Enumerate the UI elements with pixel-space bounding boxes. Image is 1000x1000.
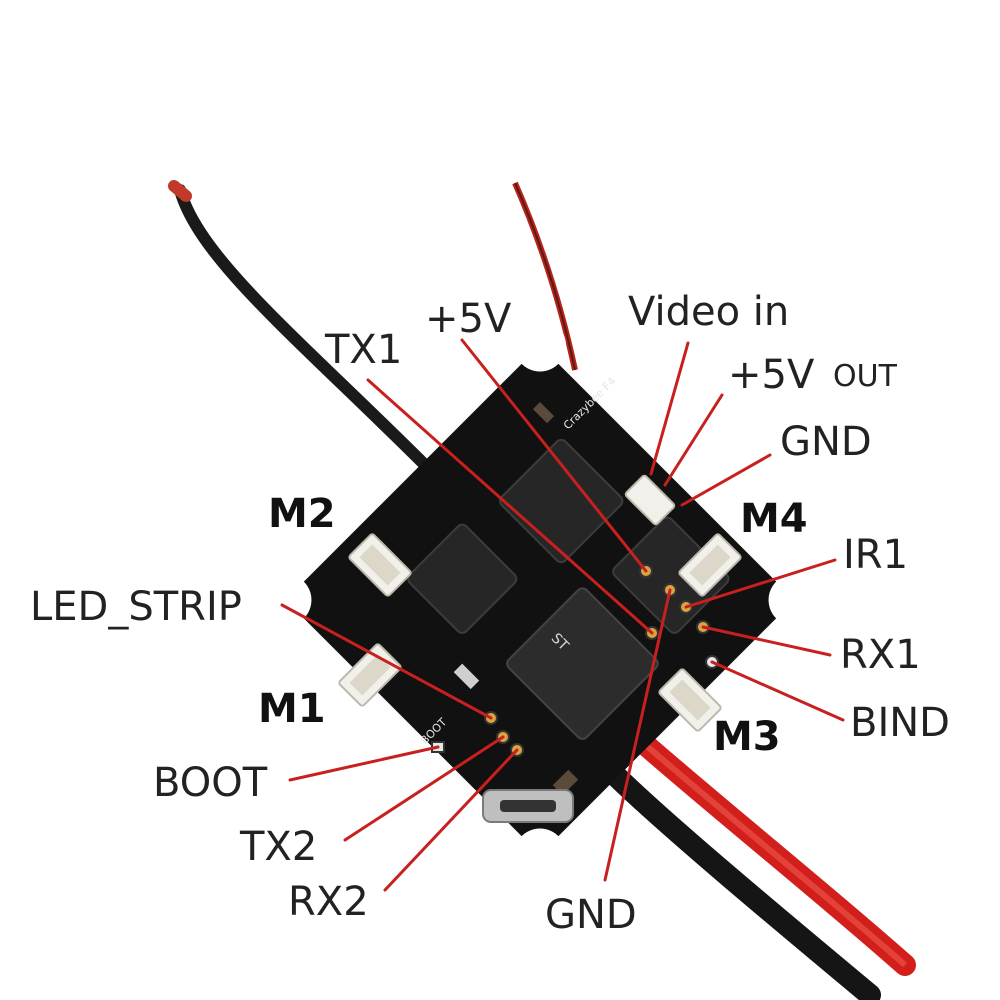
m3-connector (658, 668, 722, 732)
label-video-in: Video in (628, 289, 789, 335)
antenna-wires (168, 180, 578, 476)
label-m1: M1 (258, 686, 326, 732)
power-wires (599, 729, 916, 1000)
battery-black-wire (599, 759, 881, 1000)
label-tx2: TX2 (239, 824, 317, 870)
label-bind: BIND (850, 700, 950, 746)
label-rx2: RX2 (288, 879, 369, 925)
leader-plus5v-out (663, 393, 724, 487)
antenna-black-wire (174, 184, 436, 476)
flight-controller-board: ST (259, 319, 821, 881)
label-ir1: IR1 (843, 532, 908, 578)
label-gnd-bottom: GND (545, 892, 637, 938)
leader-gnd-top (680, 453, 772, 507)
leader-tx1 (366, 378, 654, 635)
leader-bind (710, 660, 845, 722)
leader-lines (280, 338, 845, 892)
label-m3: M3 (713, 714, 781, 760)
osd-chip (407, 523, 518, 634)
pcb (291, 351, 789, 849)
leader-rx1 (701, 625, 832, 657)
motor-connectors (338, 474, 742, 732)
label-out: OUT (833, 359, 898, 394)
label-plus5v-out: +5V (728, 352, 815, 398)
label-m4: M4 (740, 496, 808, 542)
leader-led-strip (280, 603, 493, 720)
label-boot: BOOT (153, 760, 268, 806)
leader-video-in (649, 341, 690, 476)
label-gnd-top: GND (780, 419, 872, 465)
label-tx1: TX1 (324, 327, 402, 373)
m2-connector (348, 533, 412, 597)
mcu-chip (506, 587, 659, 740)
label-m2: M2 (268, 491, 336, 537)
leader-tx2 (343, 735, 505, 842)
leader-gnd-bottom (603, 588, 672, 882)
gyro-chip (499, 438, 624, 564)
leader-ir1 (684, 558, 837, 609)
label-led-strip: LED_STRIP (30, 584, 242, 630)
leader-plus5v (460, 338, 648, 573)
leader-boot (288, 745, 440, 782)
m4-connector (678, 533, 742, 597)
pin-labels: +5V TX1 Video in +5V OUT GND M4 IR1 RX1 … (30, 289, 950, 938)
video-connector (624, 474, 676, 526)
label-plus5v: +5V (425, 296, 512, 342)
leader-rx2 (383, 748, 519, 892)
label-rx1: RX1 (840, 632, 921, 678)
